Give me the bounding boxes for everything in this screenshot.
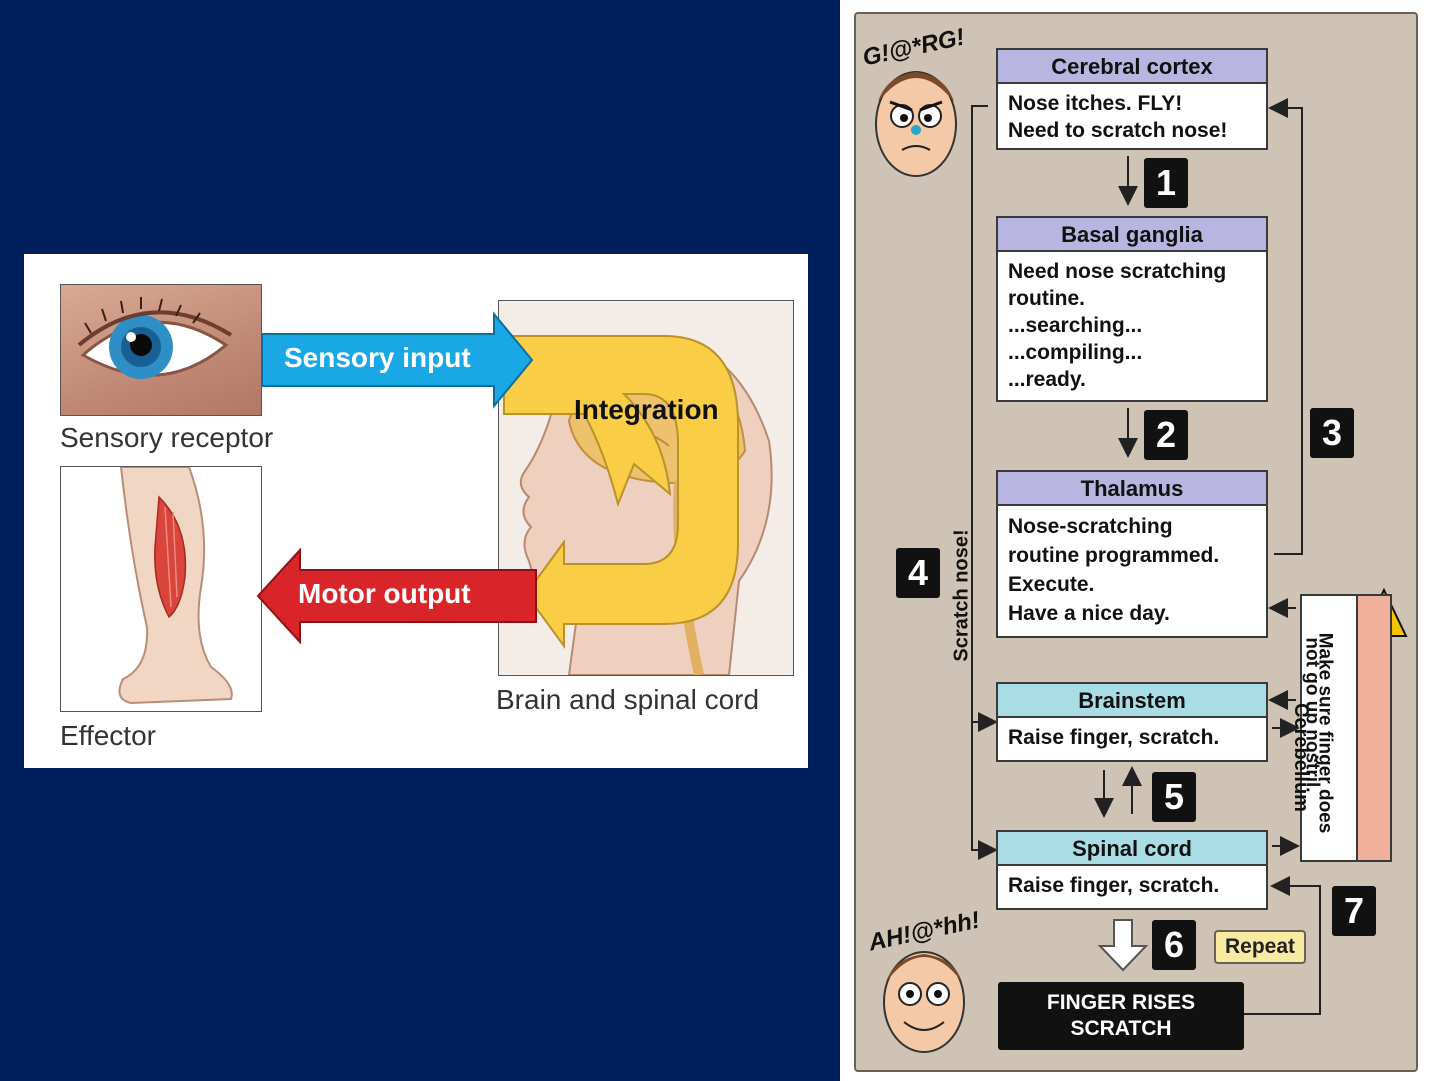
box-line: Need nose scratching xyxy=(1008,260,1227,283)
repeat-label: Repeat xyxy=(1214,930,1306,964)
box-title: Spinal cord xyxy=(998,832,1266,866)
step-6-badge: 6 xyxy=(1152,920,1196,970)
integration-loop-arrow xyxy=(503,335,739,650)
box-title: Brainstem xyxy=(998,684,1266,718)
basal-ganglia-box: Basal ganglia Need nose scratching routi… xyxy=(996,216,1268,402)
box-line: routine. xyxy=(1008,287,1085,310)
box-title: Cerebral cortex xyxy=(998,50,1266,84)
finger-line: SCRATCH xyxy=(1070,1017,1172,1040)
thalamus-box: Thalamus Nose-scratching routine program… xyxy=(996,470,1268,638)
finger-line: FINGER RISES xyxy=(1046,991,1196,1014)
motor-output-arrow xyxy=(256,547,537,645)
motor-output-label: Motor output xyxy=(298,578,471,609)
box-line: Raise finger, scratch. xyxy=(1008,726,1220,749)
box-line: ...compiling... xyxy=(1008,341,1143,364)
brain-spinal-cord-label: Brain and spinal cord xyxy=(496,684,760,715)
box-title: Thalamus xyxy=(998,472,1266,506)
box-line: routine programmed. xyxy=(1008,544,1220,567)
cerebellum-box: Cerebellum Make sure finger does not go … xyxy=(1290,594,1392,862)
brainstem-box: Brainstem Raise finger, scratch. xyxy=(996,682,1268,762)
box-line: Have a nice day. xyxy=(1008,602,1170,625)
cerebellum-line: not go up nostril. xyxy=(1301,637,1323,793)
spinal-cord-box: Spinal cord Raise finger, scratch. xyxy=(996,830,1268,910)
box-line: ...ready. xyxy=(1008,368,1086,391)
step-7-badge: 7 xyxy=(1332,886,1376,936)
sensory-input-arrow xyxy=(261,311,534,409)
happy-face-icon xyxy=(883,951,965,1053)
box-line: Raise finger, scratch. xyxy=(1008,874,1220,897)
nose-scratch-flowchart: G!@*RG! AH!@*hh! Cerebral cortex Nose it… xyxy=(854,12,1418,1072)
step-3-badge: 3 xyxy=(1310,408,1354,458)
sensory-receptor-label: Sensory receptor xyxy=(60,422,274,453)
angry-face-icon xyxy=(875,71,957,177)
box-line: Need to scratch nose! xyxy=(1008,119,1228,142)
step-5-badge: 5 xyxy=(1152,772,1196,822)
sensory-input-label: Sensory input xyxy=(284,342,471,373)
step-4-badge: 4 xyxy=(896,548,940,598)
finger-rises-box: FINGER RISES SCRATCH xyxy=(998,982,1244,1050)
cerebral-cortex-box: Cerebral cortex Nose itches. FLY! Need t… xyxy=(996,48,1268,150)
eye-illustration xyxy=(60,284,262,416)
leg-illustration xyxy=(60,466,262,712)
box-line: Nose-scratching xyxy=(1008,515,1173,538)
step-1-badge: 1 xyxy=(1144,158,1188,208)
scratch-nose-label: Scratch nose! xyxy=(950,529,973,662)
reflex-overview-diagram: Sensory receptor Effector Brain and spin… xyxy=(24,254,808,768)
box-title: Basal ganglia xyxy=(998,218,1266,252)
integration-label: Integration xyxy=(574,394,719,425)
cerebellum-stripe xyxy=(1356,596,1390,860)
box-line: Execute. xyxy=(1008,573,1095,596)
step-2-badge: 2 xyxy=(1144,410,1188,460)
box-line: Nose itches. FLY! xyxy=(1008,92,1183,115)
box-line: ...searching... xyxy=(1008,314,1143,337)
flow-arrows xyxy=(256,311,739,650)
effector-label: Effector xyxy=(60,720,156,751)
